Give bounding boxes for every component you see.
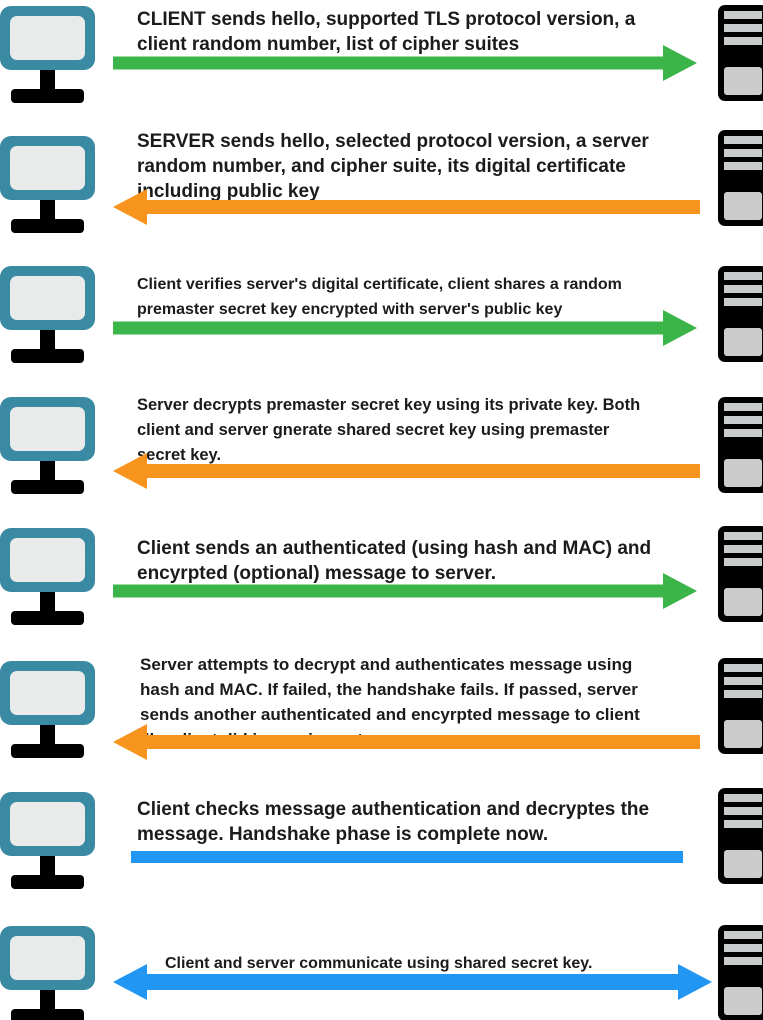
step-text: Client sends an authenticated (using has… — [137, 536, 651, 586]
client-computer-icon — [0, 792, 95, 889]
server-tower-icon — [718, 397, 763, 493]
arrow-right-icon — [113, 45, 697, 81]
step-line: Client and server communicate using shar… — [165, 955, 593, 972]
step-line: hash and MAC. If failed, the handshake f… — [140, 680, 638, 699]
step-line: Server decrypts premaster secret key usi… — [137, 396, 641, 414]
client-computer-icon — [0, 136, 95, 233]
step-line: Client sends an authenticated (using has… — [137, 538, 652, 559]
server-tower-icon — [718, 788, 763, 884]
step-line: including public key — [137, 181, 320, 202]
step-line: encyrpted (optional) message to server. — [137, 563, 497, 584]
arrow-left-icon — [113, 724, 700, 760]
arrow-left-icon — [113, 453, 700, 489]
server-tower-icon — [718, 266, 763, 362]
client-computer-icon — [0, 661, 95, 758]
step-text: CLIENT sends hello, supported TLS protoc… — [137, 7, 635, 57]
step-text: Server decrypts premaster secret key usi… — [137, 393, 640, 468]
step-line: premaster secret key encrypted with serv… — [137, 301, 563, 318]
server-tower-icon — [718, 526, 763, 622]
arrow-left-icon — [113, 189, 700, 225]
step-text: Client and server communicate using shar… — [165, 951, 592, 976]
step-line: random number, and cipher suite, its dig… — [137, 156, 626, 177]
step-line: client random number, list of cipher sui… — [137, 34, 520, 55]
client-computer-icon — [0, 926, 95, 1020]
client-computer-icon — [0, 397, 95, 494]
step-line: CLIENT sends hello, supported TLS protoc… — [137, 9, 636, 30]
step-line: message. Handshake phase is complete now… — [137, 824, 549, 845]
step-text: Client verifies server's digital certifi… — [137, 272, 622, 322]
server-tower-icon — [718, 5, 763, 101]
client-computer-icon — [0, 266, 95, 363]
arrow-right-icon — [113, 310, 697, 346]
step-line: Client verifies server's digital certifi… — [137, 276, 622, 293]
client-computer-icon — [0, 528, 95, 625]
arrow-right-icon — [113, 573, 697, 609]
client-computer-icon — [0, 6, 95, 103]
arrow-both-icon — [113, 964, 712, 1000]
step-line: Server attempts to decrypt and authentic… — [140, 655, 633, 674]
server-tower-icon — [718, 658, 763, 754]
step-text: SERVER sends hello, selected protocol ve… — [137, 129, 649, 204]
step-line: client and server gnerate shared secret … — [137, 421, 610, 439]
connection-bar — [131, 851, 683, 863]
step-line: SERVER sends hello, selected protocol ve… — [137, 131, 649, 152]
step-text: Client checks message authentication and… — [137, 797, 649, 847]
step-line: Client checks message authentication and… — [137, 799, 650, 820]
server-tower-icon — [718, 925, 763, 1020]
server-tower-icon — [718, 130, 763, 226]
step-line: secret key. — [137, 446, 222, 464]
step-line: sends another authenticated and encyrpte… — [140, 705, 640, 724]
